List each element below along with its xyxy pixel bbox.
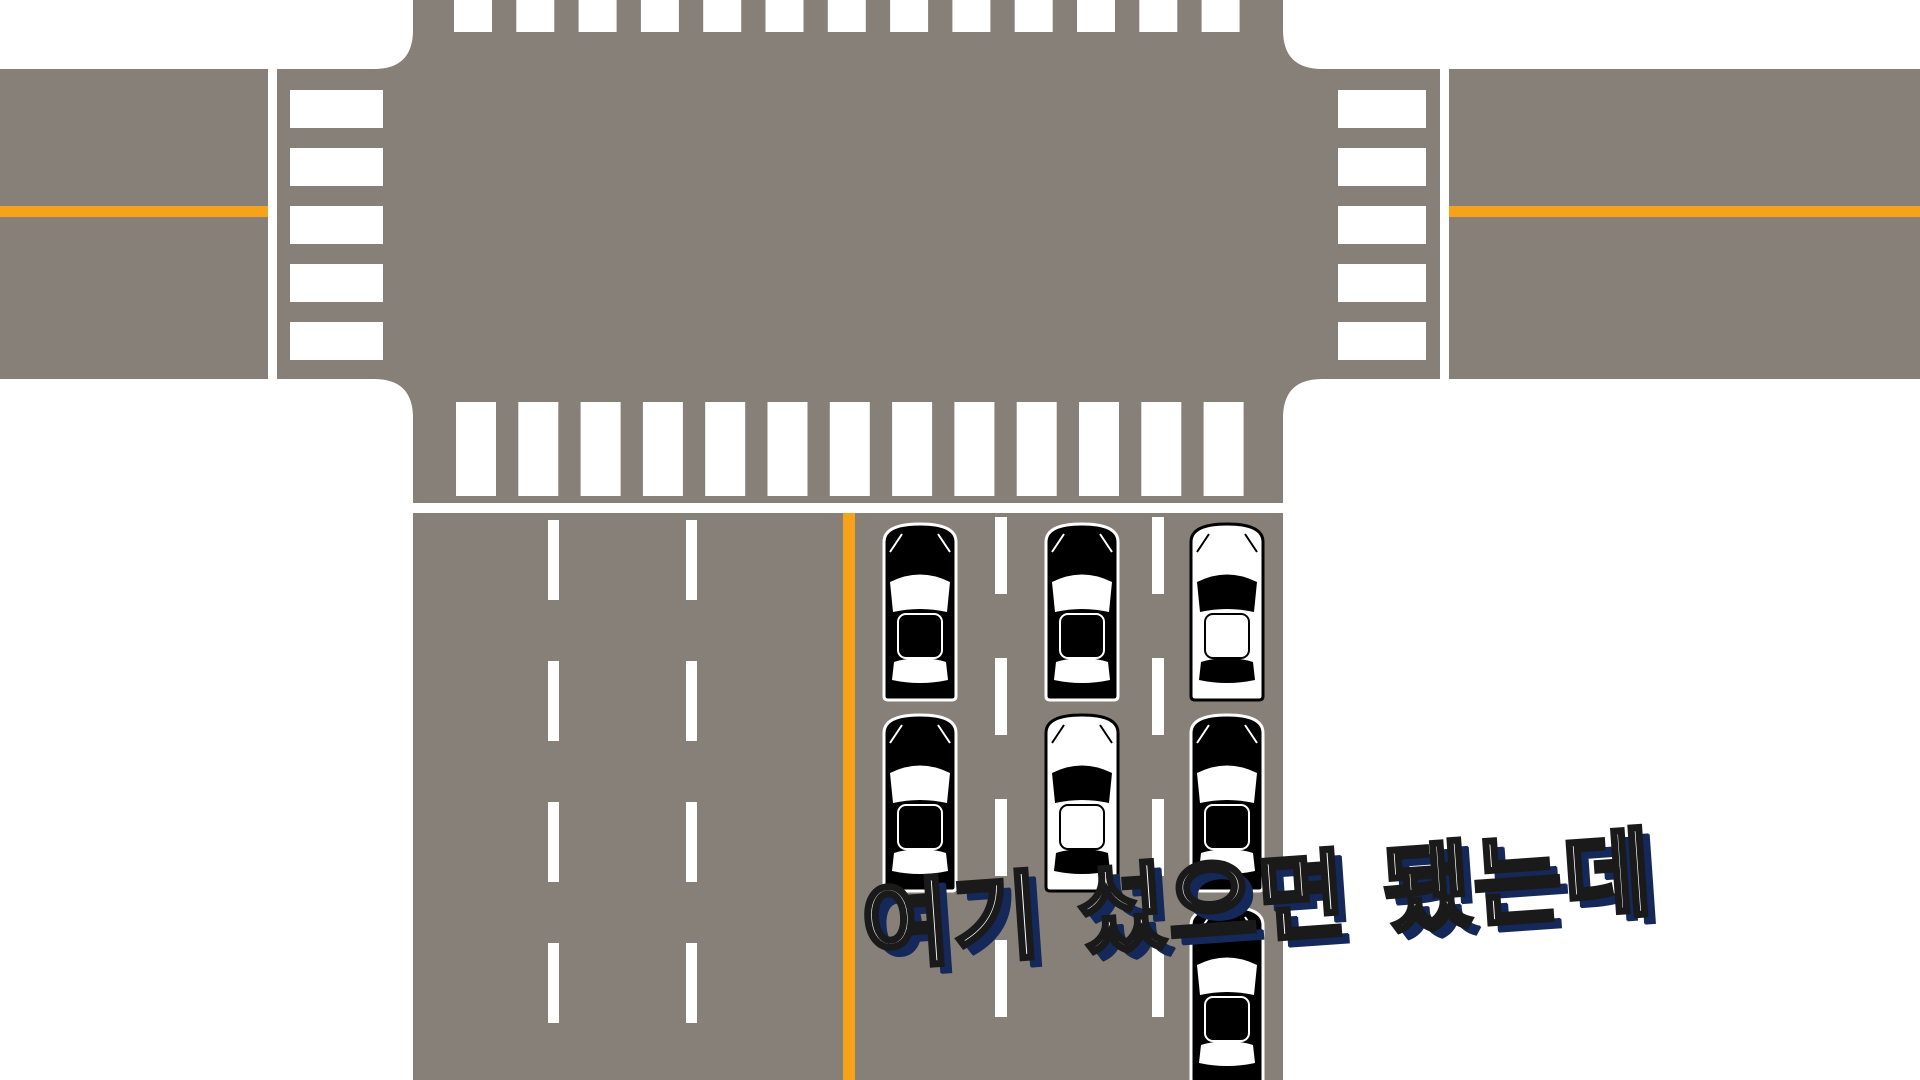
lane-dash <box>686 520 697 600</box>
lane-dash <box>1152 658 1164 735</box>
car-queue <box>882 522 1265 1080</box>
crosswalk-stripe <box>892 402 933 496</box>
crosswalk-stripe <box>1014 0 1053 32</box>
lane-dash <box>548 661 559 741</box>
crosswalk-stripe <box>454 0 492 32</box>
crosswalk-stripe <box>829 402 870 496</box>
car-rear-window <box>892 658 948 683</box>
crosswalk-stripe <box>705 402 746 496</box>
east-center-line <box>1449 206 1920 217</box>
car-rear-window <box>1199 1041 1255 1066</box>
crosswalk-stripe <box>1203 402 1244 496</box>
crosswalk-stripe <box>954 402 995 496</box>
south-center-line <box>843 513 855 1080</box>
crosswalk-stripe <box>1077 0 1115 32</box>
crosswalk-stripe <box>456 402 496 496</box>
car-rear-window <box>1054 849 1110 874</box>
car-roof <box>1204 996 1250 1042</box>
lane-dash <box>1152 517 1164 594</box>
lane-dash <box>686 943 697 1023</box>
car <box>1189 905 1265 1080</box>
car <box>1044 713 1120 893</box>
crosswalk-stripe <box>518 402 559 496</box>
east-road <box>1449 69 1920 379</box>
crosswalk-stripe <box>290 206 383 244</box>
car-hood-lines <box>1051 724 1113 744</box>
crosswalk-stripe <box>1338 322 1426 360</box>
crosswalk-stripe <box>765 0 804 32</box>
crosswalk-stripe <box>580 402 621 496</box>
crosswalk-stripe <box>1016 402 1057 496</box>
car-windshield <box>1197 574 1257 612</box>
car-hood-lines <box>1196 533 1258 553</box>
car-windshield <box>1197 765 1257 803</box>
crosswalk-stripe <box>952 0 991 32</box>
car <box>882 522 958 702</box>
car-windshield <box>1197 957 1257 995</box>
car-hood-lines <box>889 724 951 744</box>
lane-dash <box>1152 799 1164 876</box>
car-hood-lines <box>1196 916 1258 936</box>
crosswalk-stripe <box>578 0 617 32</box>
crosswalk-stripe <box>642 402 683 496</box>
crosswalk-stripe <box>1338 148 1426 186</box>
car-windshield <box>1052 765 1112 803</box>
lane-dash <box>686 661 697 741</box>
car-roof <box>897 613 943 659</box>
crosswalk-stripe <box>1201 0 1240 32</box>
crosswalk-stripe <box>1338 90 1426 128</box>
lane-dash <box>548 943 559 1023</box>
car-roof <box>1059 613 1105 659</box>
lane-dash <box>995 517 1007 594</box>
car-rear-window <box>1199 658 1255 683</box>
car <box>1044 522 1120 702</box>
west-road <box>0 69 268 379</box>
crosswalk-stripe <box>890 0 929 32</box>
car <box>1189 713 1265 893</box>
crosswalk-stripe <box>290 90 383 128</box>
lane-dash <box>686 802 697 882</box>
car-rear-window <box>1199 849 1255 874</box>
crosswalk-stripe <box>640 0 679 32</box>
crosswalk-stripe <box>767 402 808 496</box>
car-roof <box>1204 804 1250 850</box>
lane-dash <box>548 520 559 600</box>
car <box>882 713 958 893</box>
stop-line <box>413 503 1283 511</box>
crosswalk-stripe <box>1338 264 1426 302</box>
car-rear-window <box>1054 658 1110 683</box>
crosswalk-stripe <box>1079 402 1119 496</box>
car-roof <box>1204 613 1250 659</box>
car-windshield <box>890 574 950 612</box>
intersection-square <box>277 0 1440 503</box>
crosswalk-stripe <box>516 0 555 32</box>
car-hood-lines <box>1051 533 1113 553</box>
lane-dash <box>995 940 1007 1017</box>
crosswalk-stripe <box>1139 0 1178 32</box>
crosswalk-stripe <box>827 0 866 32</box>
car-hood-lines <box>1196 724 1258 744</box>
crosswalk-stripe <box>1141 402 1182 496</box>
crosswalk-stripe <box>703 0 742 32</box>
car-hood-lines <box>889 533 951 553</box>
lane-dash <box>548 802 559 882</box>
crosswalk-stripe <box>290 148 383 186</box>
west-center-line <box>0 206 268 217</box>
car-windshield <box>1052 574 1112 612</box>
car-roof <box>897 804 943 850</box>
car <box>1189 522 1265 702</box>
crosswalk-stripe <box>290 322 383 360</box>
car-windshield <box>890 765 950 803</box>
lane-dash <box>995 799 1007 876</box>
crosswalk-stripe <box>1338 206 1426 244</box>
crosswalk-stripe <box>290 264 383 302</box>
lane-dash <box>1152 940 1164 1017</box>
car-rear-window <box>892 849 948 874</box>
lane-dash <box>995 658 1007 735</box>
car-roof <box>1059 804 1105 850</box>
